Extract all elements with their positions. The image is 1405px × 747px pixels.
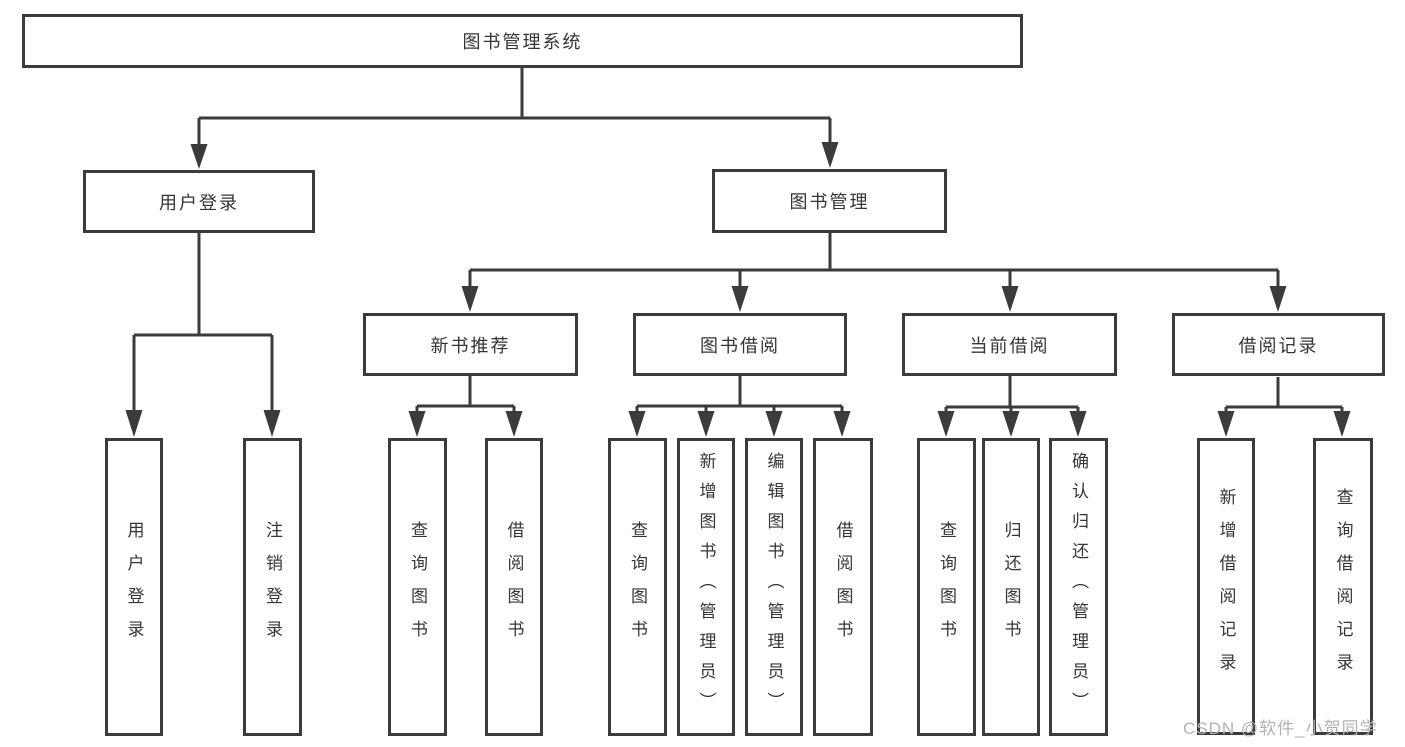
leaf-records-query-borrow-record: 查询借阅记录 (1313, 438, 1373, 735)
leaf-records-add-borrow-record: 新增借阅记录 (1197, 438, 1255, 735)
connector-borrowing-records-group (1217, 377, 1351, 437)
leaf-borrowing-add-books-admin: 新增图书（管理员） (677, 438, 735, 736)
leaf-borrowing-query-books: 查询图书 (608, 438, 667, 736)
leaf-current-confirm-return-admin: 确认归还（管理员） (1049, 438, 1108, 736)
connector-book-management-fan (461, 233, 1287, 312)
node-new-book-recommendation: 新书推荐 (363, 313, 578, 376)
connector-root-to-branches (190, 68, 839, 169)
connector-user-login-group (125, 233, 281, 437)
node-library-management-system: 图书管理系统 (22, 14, 1023, 68)
leaf-newbook-borrow-books: 借阅图书 (485, 438, 543, 736)
connector-book-borrowing-group (628, 376, 851, 437)
node-user-login: 用户登录 (83, 170, 315, 233)
node-current-borrowing: 当前借阅 (902, 313, 1117, 376)
leaf-current-query-books: 查询图书 (917, 438, 976, 736)
leaf-borrowing-borrow-books: 借阅图书 (813, 438, 873, 736)
node-book-management: 图书管理 (712, 169, 947, 233)
watermark-csdn: CSDN @软件_小贺同学 (1183, 719, 1378, 738)
leaf-borrowing-edit-books-admin: 编辑图书（管理员） (745, 438, 803, 736)
leaf-logout-login: 注销登录 (243, 438, 302, 736)
connector-current-borrowing-group (937, 376, 1087, 437)
connector-new-book-group (408, 375, 523, 437)
node-borrowing-records: 借阅记录 (1172, 313, 1385, 376)
leaf-newbook-query-books: 查询图书 (388, 438, 447, 736)
leaf-current-return-books: 归还图书 (982, 438, 1040, 736)
node-book-borrowing: 图书借阅 (633, 313, 847, 376)
leaf-user-login: 用户登录 (105, 438, 163, 736)
